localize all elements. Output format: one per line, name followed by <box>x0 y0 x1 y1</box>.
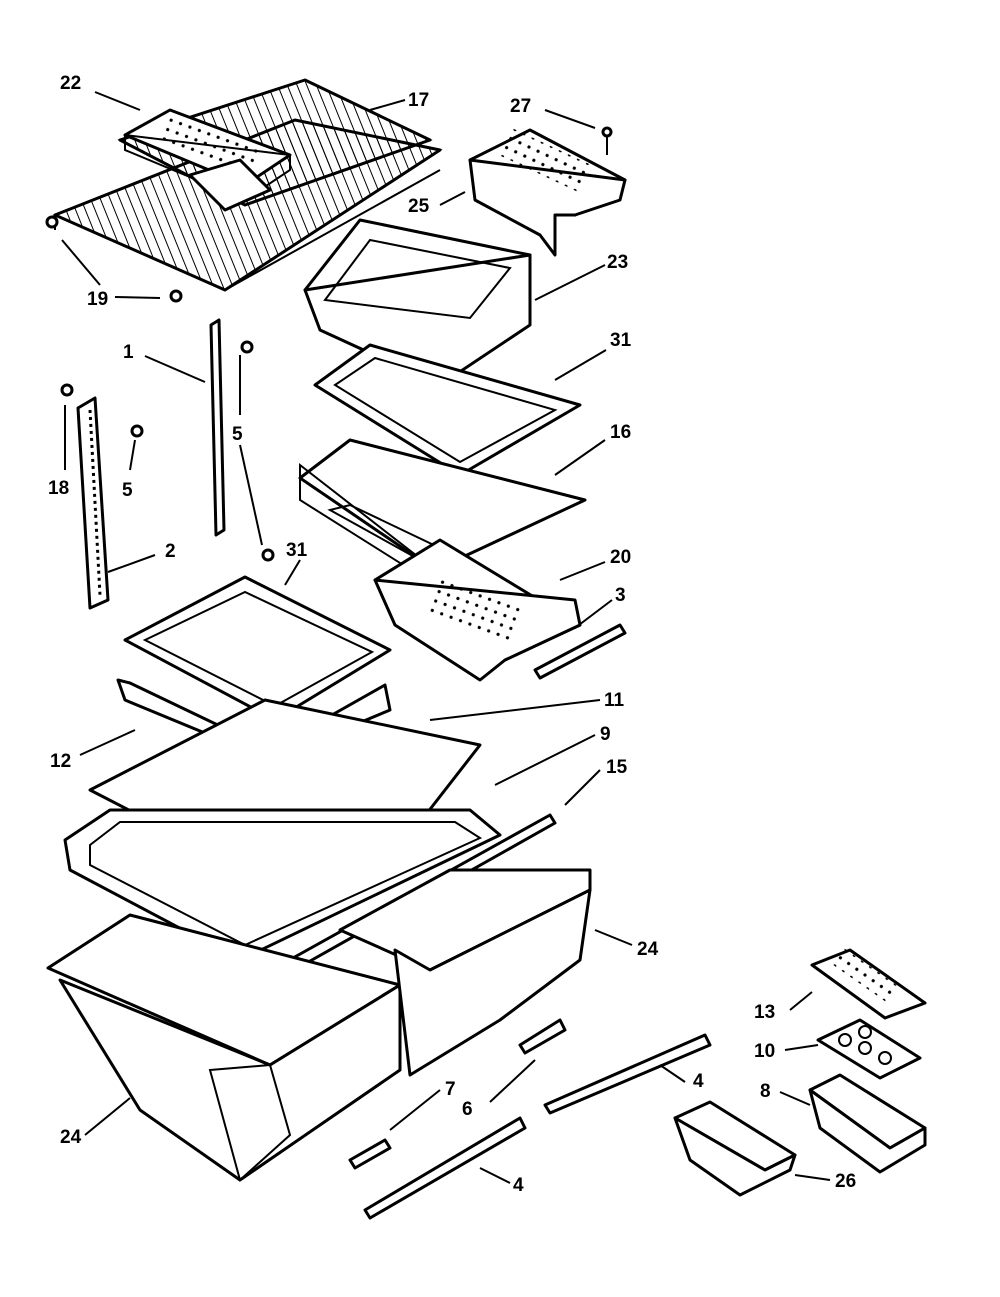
callout-11: 11 <box>604 690 625 711</box>
crisper-bracket-part <box>468 127 627 257</box>
peg-part <box>261 548 275 562</box>
callout-31-lower: 31 <box>286 540 308 561</box>
callout-12: 12 <box>50 751 71 772</box>
callout-1: 1 <box>123 342 134 363</box>
vertical-support-1-part <box>209 318 226 537</box>
meat-pan-part <box>303 218 532 387</box>
callout-5-left: 5 <box>122 480 133 501</box>
crisper-cover-frame-part <box>313 343 582 477</box>
callout-22: 22 <box>60 73 81 94</box>
callout-10: 10 <box>754 1041 775 1062</box>
callout-17: 17 <box>408 90 429 111</box>
callout-labels: 22 17 27 25 23 19 1 31 5 5 18 16 2 31 20… <box>48 73 856 1196</box>
callout-2: 2 <box>165 541 176 562</box>
callout-23: 23 <box>607 252 628 273</box>
callout-20: 20 <box>610 547 631 568</box>
crisper-cover-part <box>63 808 502 962</box>
callout-9: 9 <box>600 724 611 745</box>
callout-4-lower: 4 <box>513 1175 524 1196</box>
crisper-drawer-right-part <box>338 868 592 1077</box>
egg-tray-small-part <box>816 1018 922 1080</box>
callout-25: 25 <box>408 196 430 217</box>
callout-26: 26 <box>835 1171 856 1192</box>
bin-cover-part <box>810 946 927 1020</box>
callout-19: 19 <box>87 289 108 310</box>
callout-31-upper: 31 <box>610 330 632 351</box>
peg-part <box>130 424 144 438</box>
crisper-drawer-part <box>373 538 582 682</box>
callout-24-left: 24 <box>60 1127 82 1148</box>
shelf-frame-part <box>123 575 392 722</box>
drawer-rail-upper-part <box>543 1033 712 1115</box>
leader-lines <box>61 91 831 1184</box>
shelf-support-peg <box>169 289 183 303</box>
callout-6: 6 <box>462 1099 473 1120</box>
callout-3: 3 <box>615 585 626 606</box>
egg-tray-part <box>123 108 292 212</box>
screw-head <box>601 126 613 138</box>
vertical-support-2-part <box>76 396 110 610</box>
dairy-bin-part <box>808 1073 927 1174</box>
callout-7: 7 <box>445 1079 456 1100</box>
callout-8: 8 <box>760 1081 771 1102</box>
drawer-rail-lower-part <box>363 1116 527 1220</box>
butter-bin-part <box>673 1100 797 1197</box>
crisper-drawer-left-part <box>46 913 402 1182</box>
callout-24-right: 24 <box>637 939 659 960</box>
peg-part <box>60 383 74 397</box>
rail-clip-part <box>348 1018 567 1170</box>
slide-rail-part <box>533 623 627 680</box>
callout-18: 18 <box>48 478 69 499</box>
shelf-support-peg <box>45 215 59 229</box>
callout-27: 27 <box>510 96 531 117</box>
callout-13: 13 <box>754 1002 775 1023</box>
peg-part <box>240 340 254 354</box>
callout-15: 15 <box>606 757 628 778</box>
callout-4-upper: 4 <box>693 1071 704 1092</box>
callout-5-right: 5 <box>232 424 243 445</box>
callout-16: 16 <box>610 422 631 443</box>
